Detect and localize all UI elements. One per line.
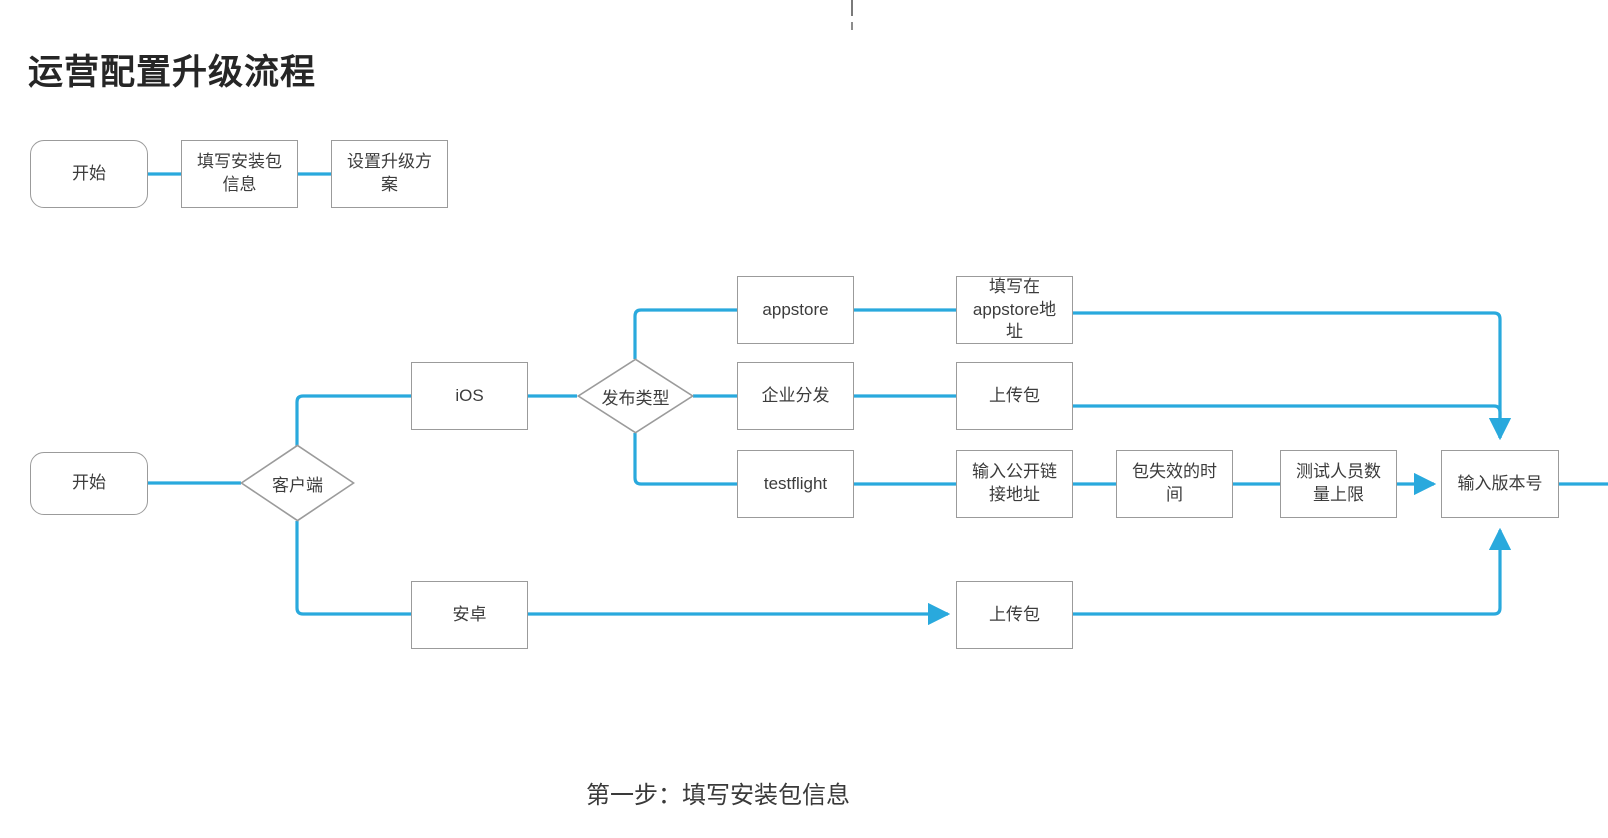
node-release-type-decision-label: 发布类型 [601, 388, 670, 408]
node-appstore-address[interactable]: 填写在appstore地址 [956, 276, 1073, 344]
node-client-decision[interactable]: 客户端 [240, 444, 355, 522]
page-title: 运营配置升级流程 [28, 53, 317, 92]
node-start-label: 开始 [72, 473, 106, 493]
node-package-expire-time[interactable]: 包失效的时间 [1116, 450, 1233, 518]
node-top-start-label: 开始 [72, 163, 106, 183]
node-client-decision-label: 客户端 [272, 475, 323, 495]
node-upload-package-ios-label: 上传包 [989, 385, 1040, 405]
node-ios-label: iOS [455, 385, 484, 405]
edge-uploadpkgandroid-to-versionno [1073, 527, 1512, 616]
node-top-fill-package-info-label: 填写安装包信息 [197, 152, 282, 194]
step-caption-text: 第一步：填写安装包信息 [586, 782, 850, 809]
edge-appstoreaddr-to-versionno [1073, 311, 1512, 441]
edge-releasetype-to-appstore [633, 308, 737, 359]
node-enterprise-distribution-label: 企业分发 [761, 385, 830, 405]
client-diamond-shape [240, 444, 355, 522]
node-top-start[interactable]: 开始 [30, 140, 148, 208]
node-input-version-number[interactable]: 输入版本号 [1441, 450, 1559, 518]
node-start[interactable]: 开始 [30, 452, 148, 515]
node-testflight-label: testflight [763, 473, 828, 493]
step-caption: 第一步：填写安装包信息 [0, 775, 1608, 810]
node-public-link-address-label: 输入公开链接地址 [972, 462, 1057, 504]
edge-uploadpkgios-to-versionno [1073, 404, 1502, 438]
node-top-fill-package-info[interactable]: 填写安装包信息 [181, 140, 298, 208]
page-break-tick-icon [851, 0, 853, 16]
release-type-diamond-shape [577, 358, 694, 434]
node-upload-package-ios[interactable]: 上传包 [956, 362, 1073, 430]
node-upload-package-android-label: 上传包 [989, 604, 1040, 624]
edge-client-to-android [295, 521, 411, 616]
node-public-link-address[interactable]: 输入公开链接地址 [956, 450, 1073, 518]
node-top-set-upgrade-plan-label: 设置升级方案 [347, 152, 432, 194]
node-android-label: 安卓 [452, 604, 487, 624]
node-appstore-address-label: 填写在appstore地址 [972, 276, 1057, 342]
node-top-set-upgrade-plan[interactable]: 设置升级方案 [331, 140, 448, 208]
node-input-version-number-label: 输入版本号 [1457, 473, 1543, 493]
node-appstore-label: appstore [762, 299, 829, 319]
node-upload-package-android[interactable]: 上传包 [956, 581, 1073, 649]
edge-releasetype-to-testflight [633, 433, 737, 486]
page-break-tick-secondary-icon [851, 22, 853, 30]
node-tester-count-limit-label: 测试人员数量上限 [1296, 462, 1381, 504]
node-release-type-decision[interactable]: 发布类型 [577, 358, 694, 434]
node-appstore[interactable]: appstore [737, 276, 854, 344]
node-android[interactable]: 安卓 [411, 581, 528, 649]
node-ios[interactable]: iOS [411, 362, 528, 430]
node-tester-count-limit[interactable]: 测试人员数量上限 [1280, 450, 1397, 518]
edge-client-to-ios [295, 394, 411, 446]
node-enterprise-distribution[interactable]: 企业分发 [737, 362, 854, 430]
node-package-expire-time-label: 包失效的时间 [1132, 462, 1217, 504]
node-testflight[interactable]: testflight [737, 450, 854, 518]
